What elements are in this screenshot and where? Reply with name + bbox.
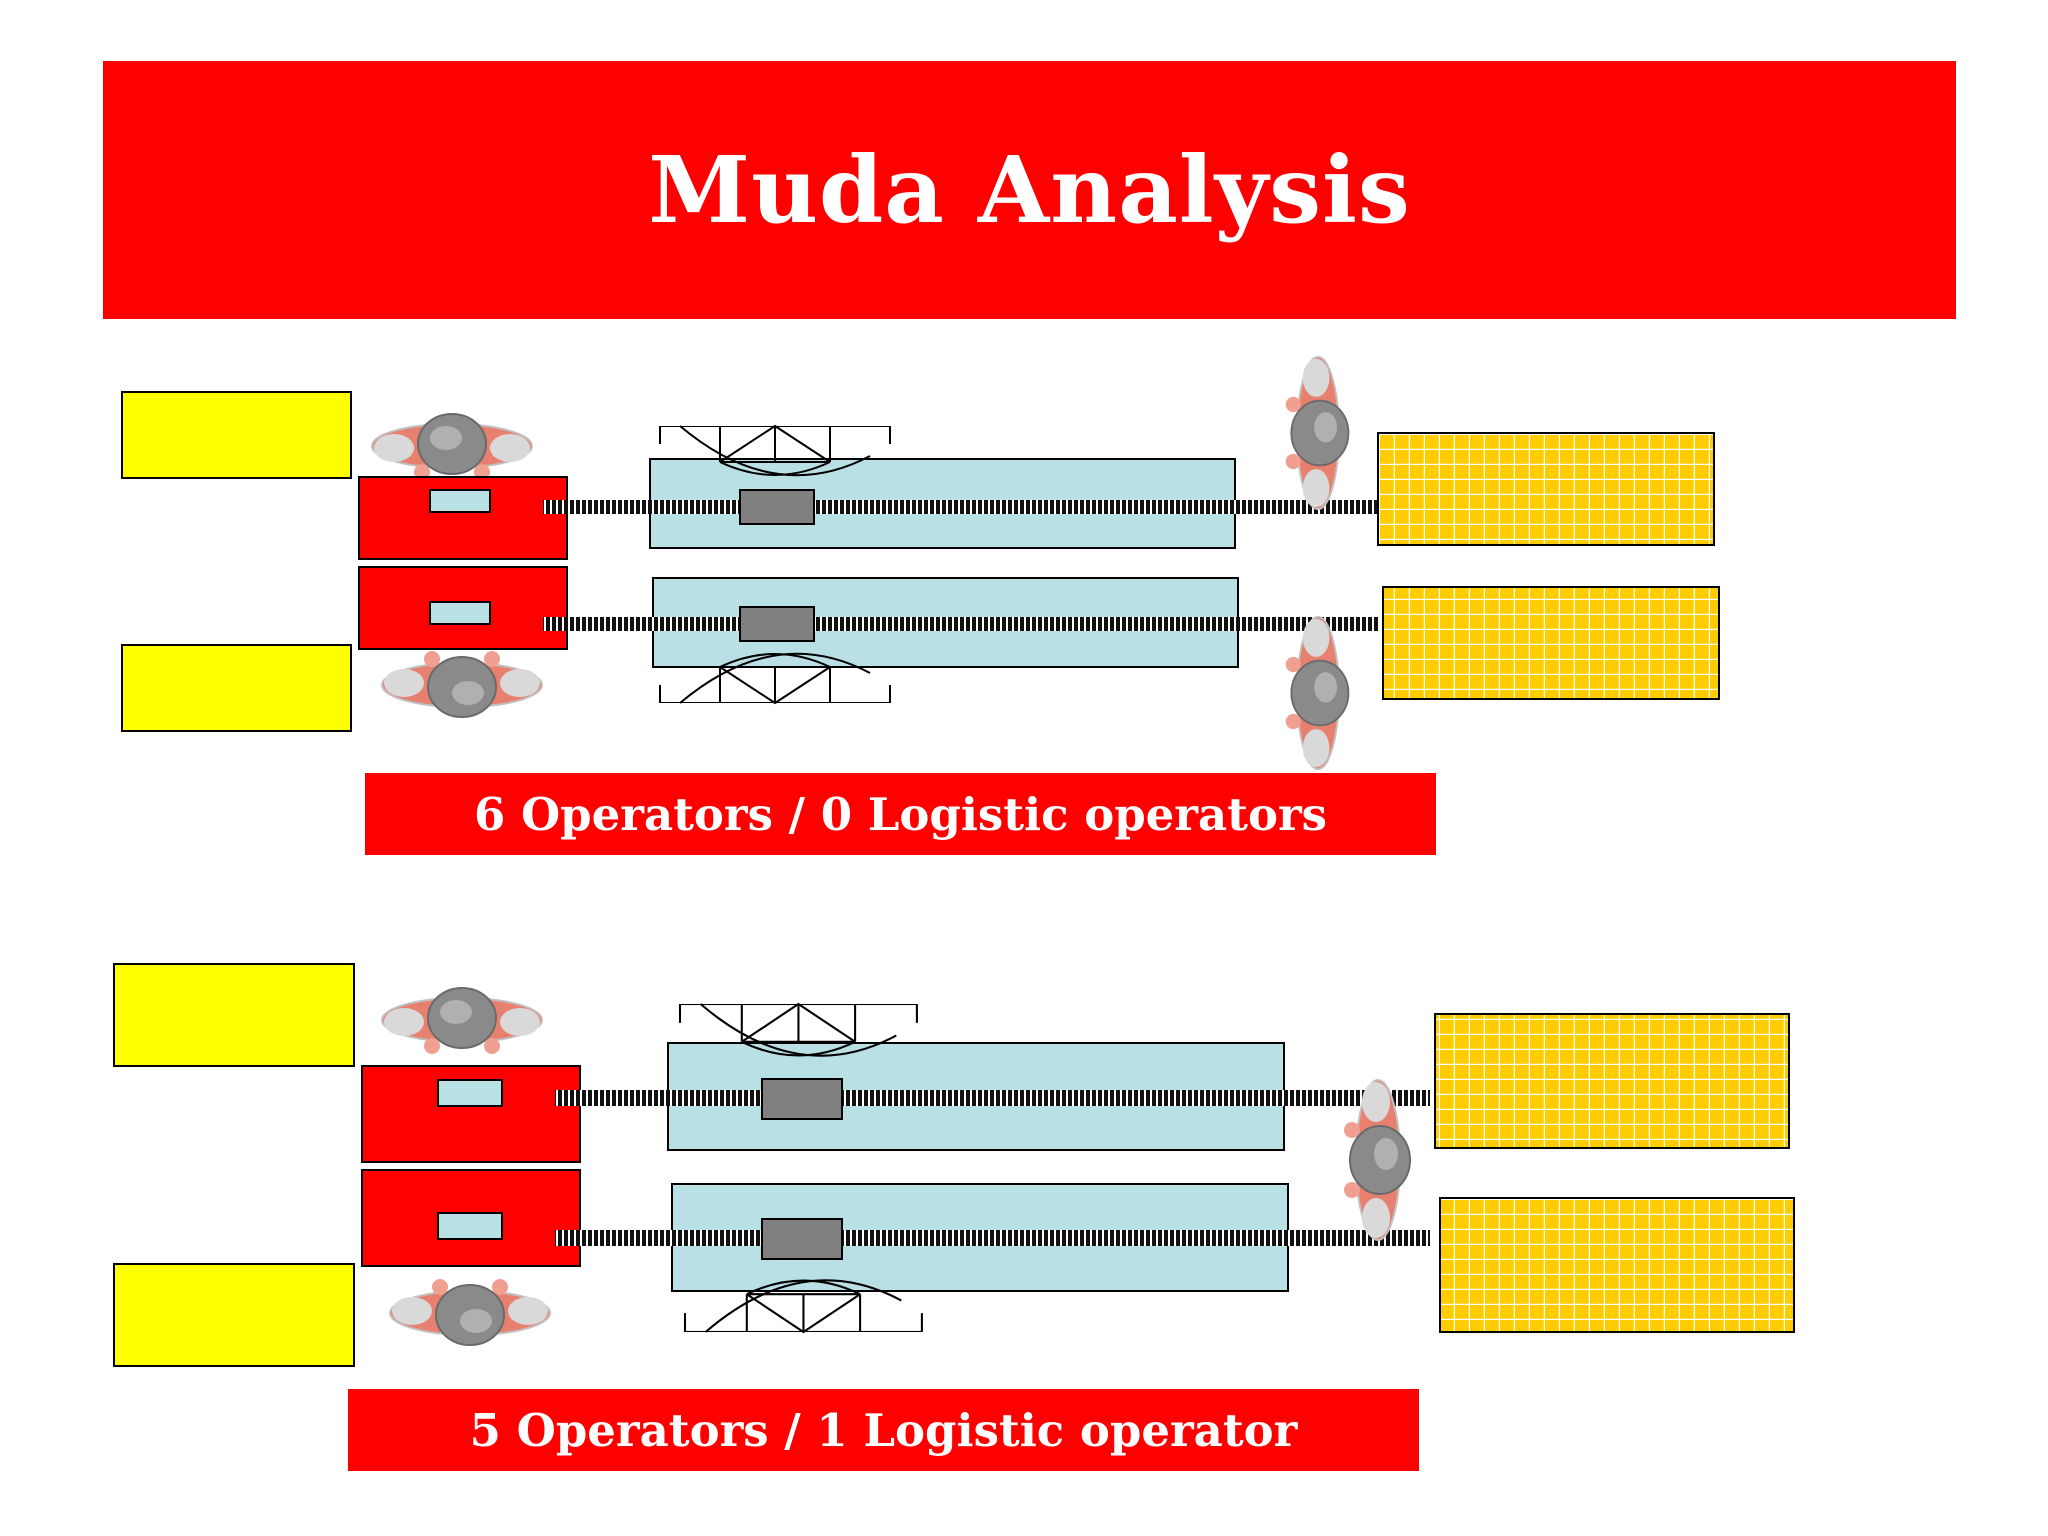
conveyor-chain — [543, 500, 1378, 514]
material-box — [121, 391, 352, 479]
station-window — [429, 489, 491, 513]
carriage — [761, 1078, 843, 1120]
operator-icon — [371, 413, 533, 481]
layout-caption: 5 Operators / 1 Logistic operator — [348, 1389, 1419, 1471]
conveyor-chain — [555, 1090, 1430, 1106]
storage-rack — [1382, 586, 1720, 700]
layout-5-operators — [113, 963, 1795, 1367]
station-window — [437, 1079, 503, 1107]
operator-icon — [381, 987, 543, 1055]
carriage — [739, 489, 815, 525]
storage-rack — [1377, 432, 1715, 546]
storage-rack — [1439, 1197, 1795, 1333]
carriage — [739, 606, 815, 642]
operator-icon — [1284, 616, 1350, 770]
conveyor-chain — [555, 1230, 1430, 1246]
page-title: Muda Analysis — [103, 61, 1956, 319]
operator-icon — [381, 650, 543, 718]
operator-icon — [389, 1278, 551, 1346]
layout-6-operators — [121, 356, 1720, 770]
material-box — [121, 644, 352, 732]
carriage — [761, 1218, 843, 1260]
operator-icon — [1284, 356, 1350, 510]
material-box — [113, 963, 355, 1067]
station-window — [437, 1212, 503, 1240]
storage-rack — [1434, 1013, 1790, 1149]
layout-caption: 6 Operators / 0 Logistic operators — [365, 773, 1436, 855]
conveyor-chain — [543, 617, 1378, 631]
material-box — [113, 1263, 355, 1367]
station-window — [429, 601, 491, 625]
